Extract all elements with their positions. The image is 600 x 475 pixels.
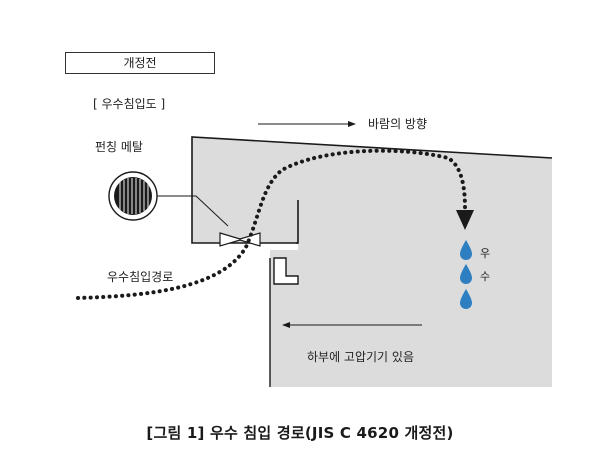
wind-arrow-head bbox=[348, 121, 356, 127]
wind-direction-label: 바람의 방향 bbox=[368, 117, 428, 131]
upper-housing-outline bbox=[191, 136, 553, 244]
drip-lip bbox=[273, 257, 299, 285]
high-pressure-label: 하부에 고압기기 있음 bbox=[307, 350, 414, 364]
flange bbox=[296, 200, 299, 244]
punching-metal-leader bbox=[157, 195, 229, 227]
upper-housing bbox=[192, 137, 552, 250]
rain-label-2: 수 bbox=[480, 270, 491, 283]
raindrop-icon bbox=[460, 289, 472, 309]
diagram-title: [ 우수침입도 ] bbox=[93, 97, 166, 111]
figure-caption: [그림 1] 우수 침입 경로(JIS C 4620 개정전) bbox=[146, 424, 454, 442]
raindrop-icon bbox=[460, 240, 472, 260]
intrusion-path-label: 우수침입경로 bbox=[107, 270, 174, 284]
raindrop-icon bbox=[460, 264, 472, 284]
punching-metal-label: 펀칭 메탈 bbox=[95, 140, 143, 154]
pressure-arrow-head bbox=[282, 322, 290, 328]
intrusion-arrow-head bbox=[456, 210, 474, 230]
rain-label-1: 우 bbox=[480, 247, 491, 260]
lower-housing bbox=[270, 250, 552, 387]
punching-metal-slots bbox=[119, 178, 149, 214]
revision-label: 개정전 bbox=[65, 52, 215, 74]
intrusion-path bbox=[76, 148, 467, 300]
